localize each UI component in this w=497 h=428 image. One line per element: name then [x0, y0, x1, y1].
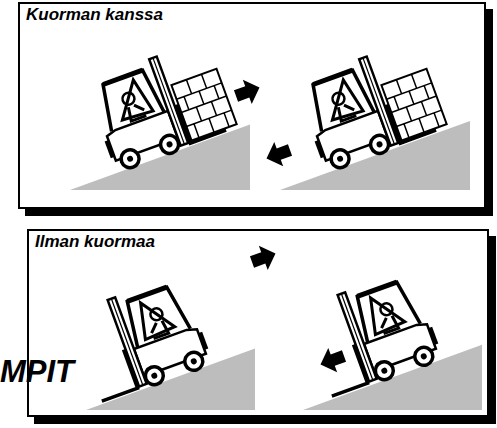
- panel-heading: Kuorman kanssa: [24, 5, 165, 25]
- section-label: MPIT: [0, 356, 74, 387]
- direction-arrow: [316, 344, 348, 377]
- load-bricks: [171, 69, 236, 141]
- forklift-symbol: [300, 268, 444, 399]
- panel-heading: Ilman kuormaa: [33, 232, 157, 252]
- forklift-symbol: [70, 273, 214, 404]
- forklift-loaded: [83, 39, 238, 174]
- forklift-symbol: [83, 43, 227, 174]
- load-bricks: [381, 69, 446, 141]
- forklift-empty: [70, 273, 214, 404]
- forklift-symbol: [293, 43, 437, 174]
- condition-panel: Ilman kuormaa: [27, 229, 489, 417]
- ramp: [70, 125, 250, 191]
- direction-arrow: [232, 75, 264, 108]
- direction-arrow: [248, 241, 280, 274]
- ramp: [303, 345, 482, 410]
- forklift-loaded: [293, 39, 448, 174]
- ramp: [86, 349, 255, 411]
- forklift-empty: [300, 268, 444, 399]
- ramp: [280, 121, 470, 190]
- condition-panel: Kuorman kanssa: [18, 2, 486, 209]
- direction-arrow: [262, 138, 294, 171]
